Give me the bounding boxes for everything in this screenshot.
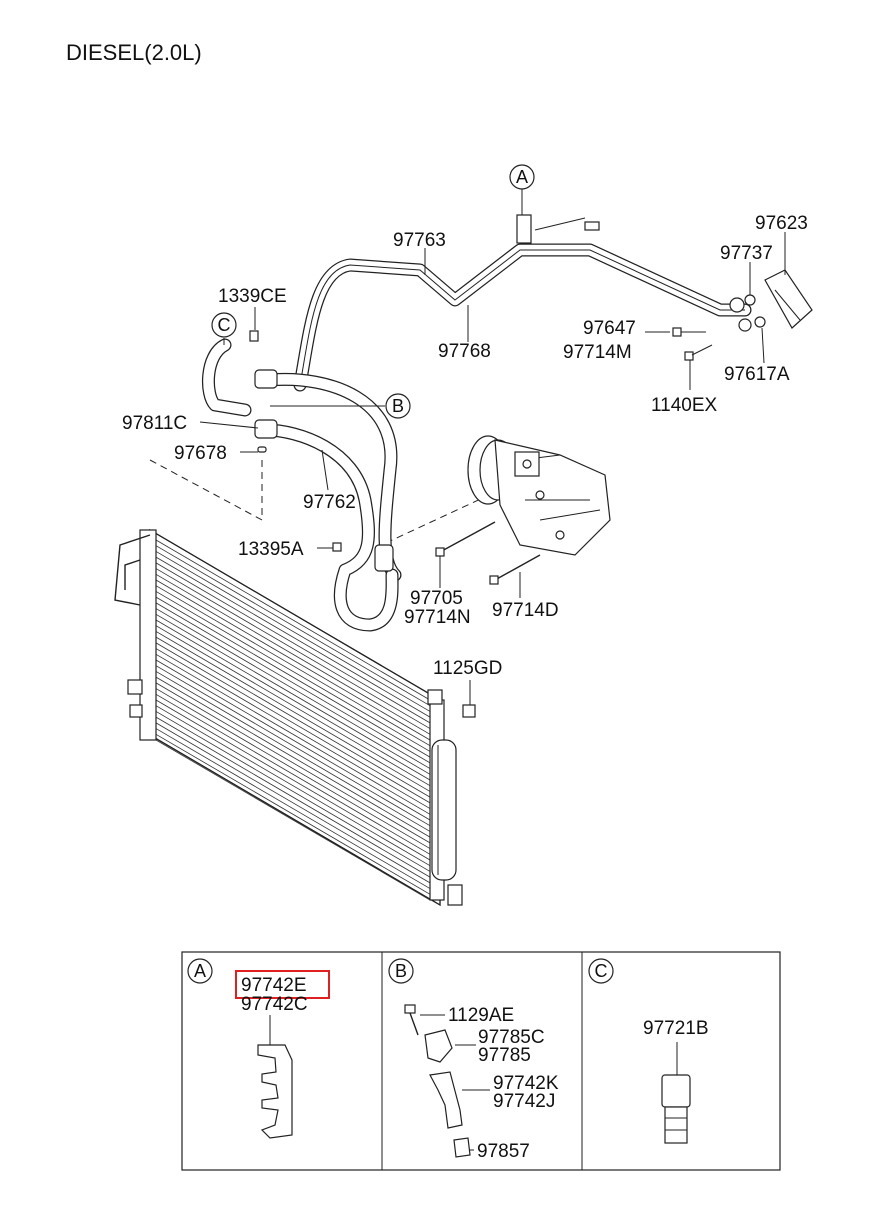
- condenser-fin-line: [155, 699, 431, 861]
- condenser-fin-line: [155, 693, 431, 855]
- part-label-97721b[interactable]: 97721B: [643, 1018, 709, 1039]
- detail-a-letter: A: [194, 961, 206, 981]
- part-label-97617a[interactable]: 97617A: [724, 364, 790, 385]
- part-label-97811c[interactable]: 97811C: [122, 413, 187, 434]
- condenser-fin-line: [155, 739, 431, 901]
- condenser: [114, 528, 463, 907]
- condenser-fin-line: [155, 676, 431, 838]
- condenser-fin-line: [155, 625, 431, 787]
- callout-c-letter: C: [218, 315, 231, 335]
- leader-lines: [199, 189, 786, 705]
- condenser-fin-line: [155, 711, 431, 872]
- condenser-fin-line: [155, 539, 431, 701]
- part-label-97742j[interactable]: 97742J: [493, 1091, 555, 1112]
- condenser-fin-line: [155, 636, 431, 798]
- part-label-97762[interactable]: 97762: [303, 492, 356, 513]
- condenser-fin-line: [155, 716, 431, 878]
- condenser-fin-line: [155, 665, 431, 827]
- condenser-fin-line: [155, 653, 431, 815]
- compressor: [467, 435, 611, 556]
- part-label-97785[interactable]: 97785: [478, 1045, 531, 1066]
- condenser-fin-line: [155, 602, 431, 764]
- condenser-fin-line: [155, 613, 431, 775]
- diagram-title: DIESEL(2.0L): [66, 40, 202, 65]
- condenser-fin-line: [155, 556, 431, 718]
- detail-c-letter: C: [595, 961, 608, 981]
- condenser-fin-line: [155, 659, 431, 821]
- detail-box-a: A 97742E 97742C: [187, 958, 330, 1139]
- callout-b[interactable]: B: [385, 393, 411, 419]
- condenser-fin-line: [155, 568, 431, 729]
- callout-a-letter: A: [516, 167, 528, 187]
- detail-box-c: C 97721B: [588, 958, 709, 1144]
- clip-part-a: [257, 1044, 293, 1139]
- condenser-fin-line: [155, 722, 431, 884]
- part-label-13395a[interactable]: 13395A: [238, 539, 304, 560]
- pipe-assembly: [201, 214, 752, 632]
- callout-c[interactable]: C: [211, 312, 237, 338]
- part-label-97742c[interactable]: 97742C: [241, 994, 308, 1015]
- condenser-fin-line: [155, 562, 431, 724]
- condenser-fin-line: [155, 591, 431, 752]
- condenser-fin-line: [155, 608, 431, 769]
- part-label-1339ce[interactable]: 1339CE: [218, 286, 287, 307]
- condenser-fin-line: [155, 688, 431, 849]
- part-label-97737[interactable]: 97737: [720, 243, 773, 264]
- part-label-97714d[interactable]: 97714D: [492, 600, 559, 621]
- condenser-fin-line: [155, 682, 431, 844]
- condenser-fin-line: [155, 585, 431, 747]
- part-label-97714m[interactable]: 97714M: [563, 342, 632, 363]
- condenser-fin-line: [155, 619, 431, 781]
- part-label-97857[interactable]: 97857: [477, 1141, 530, 1162]
- condenser-fin-line: [155, 728, 431, 889]
- compressor-bolts: [249, 294, 766, 718]
- condenser-fin-line: [155, 545, 431, 707]
- part-label-97763[interactable]: 97763: [393, 230, 446, 251]
- callout-a[interactable]: A: [509, 164, 535, 190]
- condenser-fin-line: [155, 705, 431, 867]
- condenser-fin-line: [155, 579, 431, 741]
- condenser-fin-line: [155, 648, 431, 809]
- part-label-97623[interactable]: 97623: [755, 213, 808, 234]
- part-label-97647[interactable]: 97647: [583, 318, 636, 339]
- condenser-fin-line: [155, 671, 431, 832]
- part-label-1140ex[interactable]: 1140EX: [651, 395, 718, 416]
- condenser-fin-line: [155, 642, 431, 804]
- part-label-97785c[interactable]: 97785C: [478, 1027, 545, 1048]
- part-label-1129ae[interactable]: 1129AE: [448, 1005, 514, 1026]
- detail-box-b: B 1129AE 97785C 97785 97742K 97742J 9785…: [388, 958, 559, 1162]
- condenser-fin-line: [155, 551, 431, 712]
- pressure-switch-part: [661, 1074, 691, 1108]
- detail-b-letter: B: [395, 961, 407, 981]
- part-label-97705[interactable]: 97705: [410, 588, 463, 609]
- condenser-fin-line: [155, 631, 431, 792]
- part-label-1125gd[interactable]: 1125GD: [433, 658, 502, 679]
- condenser-fin-line: [155, 573, 431, 735]
- part-label-97714n[interactable]: 97714N: [404, 607, 471, 628]
- expansion-valve: [764, 269, 813, 329]
- part-label-97678[interactable]: 97678: [174, 443, 227, 464]
- part-label-97742e[interactable]: 97742E: [241, 975, 307, 996]
- highlight-box: [235, 970, 330, 999]
- part-label-97768[interactable]: 97768: [438, 341, 491, 362]
- condenser-fin-line: [155, 733, 431, 895]
- callout-b-letter: B: [392, 396, 404, 416]
- condenser-fin-line: [155, 596, 431, 758]
- part-label-97742k[interactable]: 97742K: [493, 1073, 559, 1094]
- detail-table: [181, 951, 781, 1171]
